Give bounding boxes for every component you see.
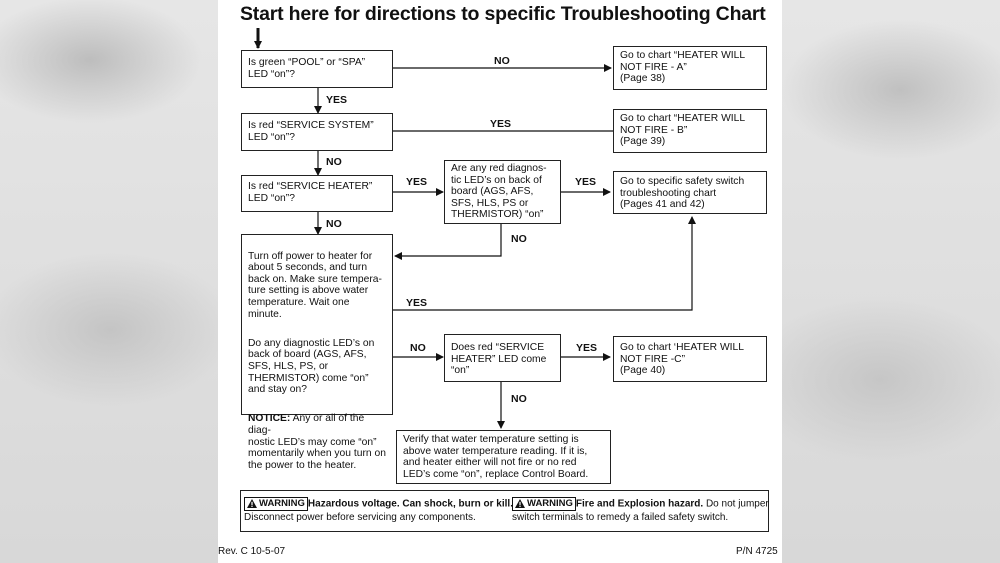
warning-badge-2: WARNING — [512, 497, 576, 511]
part-number: P/N 4725 — [736, 546, 778, 557]
safety-switch-chart-box: Go to specific safety switch troubleshoo… — [613, 171, 767, 214]
power-cycle-instructions: Turn off power to heater for about 5 sec… — [248, 250, 382, 320]
notice-label: NOTICE: — [248, 413, 291, 425]
label-yes-heater2: YES — [576, 342, 598, 354]
revision-label: Rev. C 10-5-07 — [218, 546, 286, 557]
chart-b-box: Go to chart “HEATER WILL NOT FIRE - B” (… — [613, 109, 767, 153]
page-title: Start here for directions to specific Tr… — [240, 3, 766, 25]
label-no-system: NO — [326, 156, 342, 168]
label-no-heater2: NO — [511, 393, 527, 405]
label-yes-diag: YES — [575, 176, 597, 188]
flowchart-connectors — [254, 28, 696, 429]
connector-power-yes — [393, 216, 696, 311]
chart-a-box: Go to chart “HEATER WILL NOT FIRE - A” (… — [613, 46, 767, 90]
power-cycle-box: Turn off power to heater for about 5 sec… — [241, 234, 393, 471]
label-no-pool: NO — [494, 55, 510, 67]
troubleshooting-page: Start here for directions to specific Tr… — [218, 0, 782, 563]
question-service-heater-led: Is red “SERVICE HEATER” LED “on”? — [241, 175, 393, 212]
label-no-power: NO — [410, 342, 426, 354]
chart-c-box: Go to chart ‘HEATER WILL NOT FIRE -C” (P… — [613, 336, 767, 382]
question-diagnostic-leds: Are any red diagnos- tic LED’s on back o… — [444, 160, 561, 224]
warning-badge-1: WARNING — [244, 497, 308, 511]
warnings-frame — [240, 490, 769, 532]
electrical-warning-text: Disconnect power before servicing any co… — [244, 512, 476, 523]
label-yes-power: YES — [406, 297, 428, 309]
label-yes-pool: YES — [326, 94, 348, 106]
fire-warning-text-a: Do not jumper — [703, 498, 769, 510]
label-yes-system: YES — [490, 118, 512, 130]
notice-paragraph: NOTICE: Any or all of the diag- nostic L… — [248, 413, 386, 471]
power-cycle-question: Do any diagnostic LED’s on back of board… — [248, 337, 375, 396]
fire-warning-bold: Fire and Explosion hazard. — [575, 498, 704, 510]
label-yes-heater: YES — [406, 176, 428, 188]
warning-triangle-icon — [247, 498, 257, 508]
label-no-heater: NO — [326, 218, 342, 230]
connector-diag-no — [394, 224, 502, 260]
electrical-warning-bold: Hazardous voltage. Can shock, burn or ki… — [307, 498, 513, 510]
warning-triangle-icon — [515, 498, 525, 508]
verify-control-board-box: Verify that water temperature setting is… — [396, 430, 611, 484]
question-service-heater-led-2: Does red “SERVICE HEATER” LED come “on” — [444, 334, 561, 382]
question-pool-spa-led: Is green “POOL” or “SPA” LED “on”? — [241, 50, 393, 88]
label-no-diag: NO — [511, 233, 527, 245]
fire-warning-text-b: switch terminals to remedy a failed safe… — [512, 512, 729, 523]
notice-text: Any or all of the diag- nostic LED’s may… — [248, 413, 386, 471]
question-service-system-led: Is red “SERVICE SYSTEM” LED “on”? — [241, 113, 393, 151]
